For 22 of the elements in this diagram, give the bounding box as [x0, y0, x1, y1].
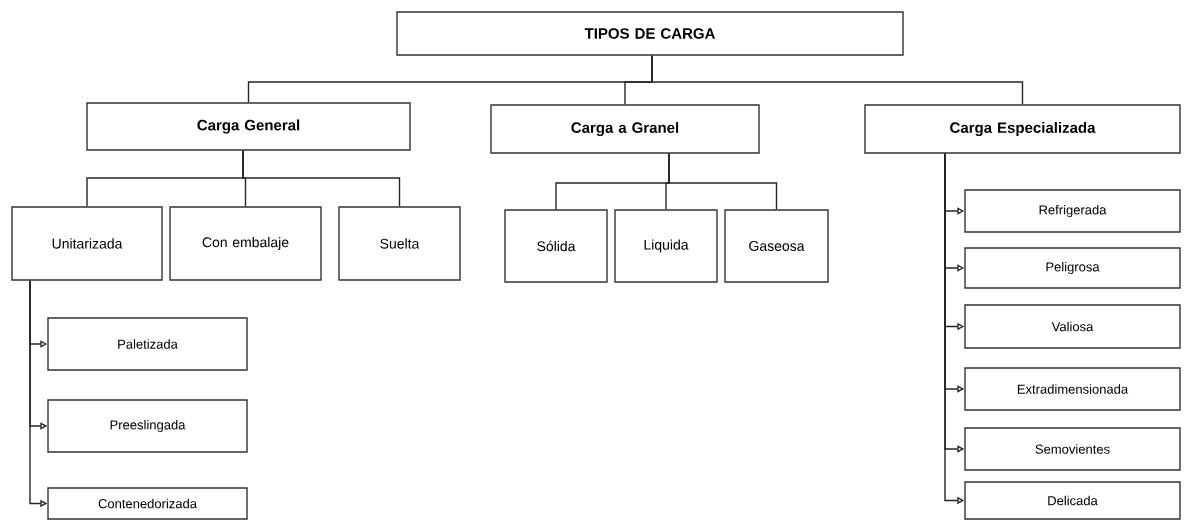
- type-box: Extradimensionada: [964, 367, 1181, 411]
- connector: [242, 150, 401, 207]
- type-box: Preeslingada: [47, 399, 248, 453]
- subcategory-box: Con embalaje: [169, 206, 322, 281]
- subcategory-box: Gaseosa: [724, 209, 829, 283]
- type-box: Peligrosa: [964, 247, 1181, 289]
- connector: [651, 55, 1024, 105]
- category-box: Carga General: [86, 102, 411, 151]
- type-box: Refrigerada: [964, 189, 1181, 233]
- type-box: Contenedorizada: [47, 487, 248, 520]
- category-box: Carga a Granel: [490, 104, 760, 154]
- type-box: Delicada: [964, 481, 1181, 520]
- category-box: Carga Especializada: [864, 104, 1181, 154]
- type-box: Semovientes: [964, 427, 1181, 471]
- subcategory-box: Sólida: [504, 209, 608, 283]
- title-box: TIPOS DE CARGA: [396, 11, 904, 56]
- subcategory-box: Suelta: [338, 206, 461, 281]
- connector: [668, 153, 778, 210]
- subcategory-box: Unitarizada: [11, 206, 163, 281]
- type-box: Valiosa: [964, 304, 1181, 349]
- type-box: Paletizada: [47, 317, 248, 371]
- subcategory-box: Liquida: [614, 209, 718, 283]
